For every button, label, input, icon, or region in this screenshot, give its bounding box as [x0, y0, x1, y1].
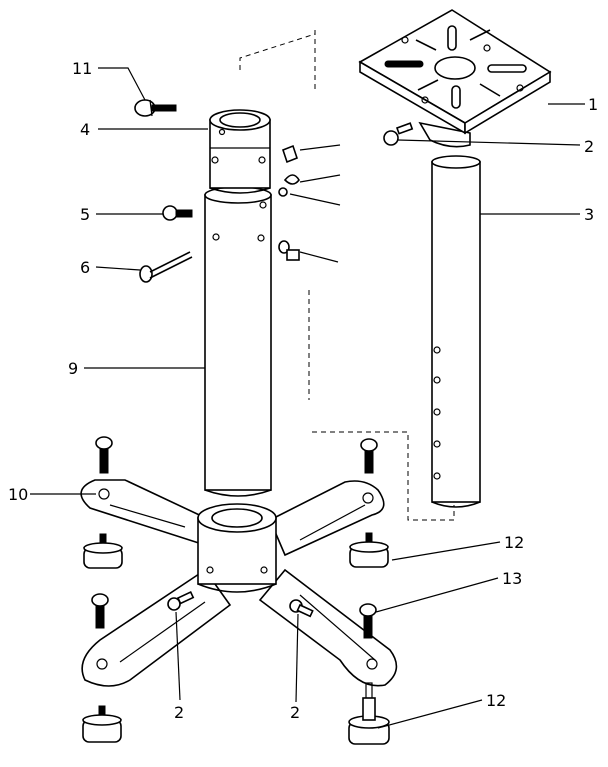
plate-screw: [383, 122, 414, 146]
set-screw: [162, 205, 193, 221]
cross-base: [80, 479, 398, 687]
callout-labels: 11 4 5 6 9 10 1 2 3 12 13 12 2 2: [8, 59, 598, 722]
callout-5: 5: [80, 205, 90, 224]
mounting-plate: [358, 9, 552, 148]
callout-1: 1: [588, 95, 598, 114]
callout-2-base-left: 2: [174, 703, 184, 722]
extension-tube: [431, 155, 481, 508]
callout-3: 3: [584, 205, 594, 224]
callout-2-right: 2: [584, 137, 594, 156]
collar-hardware: [278, 144, 300, 197]
callout-9: 9: [68, 359, 78, 378]
callout-11: 11: [72, 59, 92, 78]
callout-10: 10: [8, 485, 28, 504]
locking-pin: [139, 251, 193, 283]
knob-screw: [134, 99, 177, 117]
callout-12-lower: 12: [486, 691, 506, 710]
upper-collar: [209, 109, 271, 194]
callout-12-upper: 12: [504, 533, 524, 552]
callout-2-base-right: 2: [290, 703, 300, 722]
callout-6: 6: [80, 258, 90, 277]
main-column-tube: [204, 186, 272, 497]
leveling-feet: [82, 532, 390, 745]
leader-lines: [30, 67, 585, 729]
base-bolts: [91, 436, 378, 639]
assembly-guide-lines: [239, 30, 455, 521]
side-bolt: [278, 240, 300, 261]
callout-13: 13: [502, 569, 522, 588]
callout-4: 4: [80, 120, 90, 139]
